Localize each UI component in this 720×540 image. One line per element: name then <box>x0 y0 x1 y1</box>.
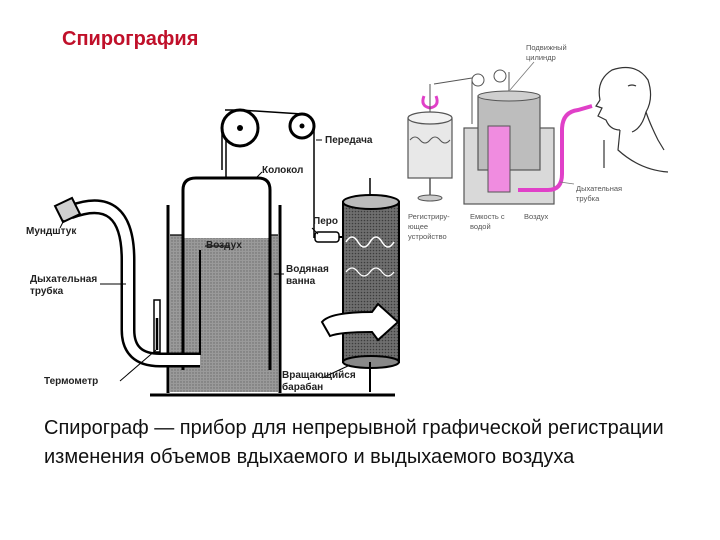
main-spirograph: Колокол Воздух Передача Перо Водяная ван… <box>26 108 400 397</box>
inset-label-tube-1: Дыхательная <box>576 184 622 193</box>
label-drum-2: барабан <box>282 381 323 393</box>
inset-recorder <box>407 84 453 202</box>
inset-water-container <box>433 69 555 205</box>
leader-lines <box>59 139 351 382</box>
label-thermometer: Термометр <box>44 376 98 387</box>
slide-title: Спирография <box>62 28 199 50</box>
inset-leader-lines <box>509 61 575 185</box>
label-air: Воздух <box>206 240 242 251</box>
breathing-tube <box>53 196 200 368</box>
inset-label-tube-2: трубка <box>576 194 600 203</box>
inset-label-water-2: водой <box>470 222 491 231</box>
label-mouthpiece: Мундштук <box>26 226 77 237</box>
inset-label-air: Воздух <box>524 212 548 221</box>
label-drum-1: Вращающийся <box>282 370 356 381</box>
label-water-bath-1: Водяная <box>286 264 329 275</box>
label-water-bath-2: ванна <box>286 276 316 287</box>
label-transmission: Передача <box>325 135 373 146</box>
inset-label-recorder-3: устройство <box>408 232 447 241</box>
slide-caption: Спирограф — прибор для непрерывной графи… <box>44 417 664 468</box>
label-pen: Перо <box>313 216 338 227</box>
inset-label-cylinder-2: цилиндр <box>526 53 556 62</box>
inset-spirograph: Подвижный цилиндр Дыхательная трубка Рег… <box>407 43 669 241</box>
inset-label-cylinder-1: Подвижный <box>526 43 567 52</box>
inset-breathing-tube <box>518 104 593 192</box>
mouthpiece <box>53 196 82 224</box>
label-breathing-tube-1: Дыхательная <box>30 274 97 285</box>
inset-person <box>595 67 669 173</box>
inset-label-water-1: Емкость с <box>470 212 505 221</box>
bell <box>181 118 272 370</box>
label-bell: Колокол <box>262 165 303 176</box>
pulleys <box>220 108 316 238</box>
spirograph-diagram: Колокол Воздух Передача Перо Водяная ван… <box>26 43 669 397</box>
inset-label-recorder-2: ющее <box>408 222 428 231</box>
thermometer <box>153 299 161 353</box>
inset-label-recorder-1: Регистриру- <box>408 212 450 221</box>
rotating-drum <box>320 178 400 392</box>
label-breathing-tube-2: трубка <box>30 285 64 297</box>
